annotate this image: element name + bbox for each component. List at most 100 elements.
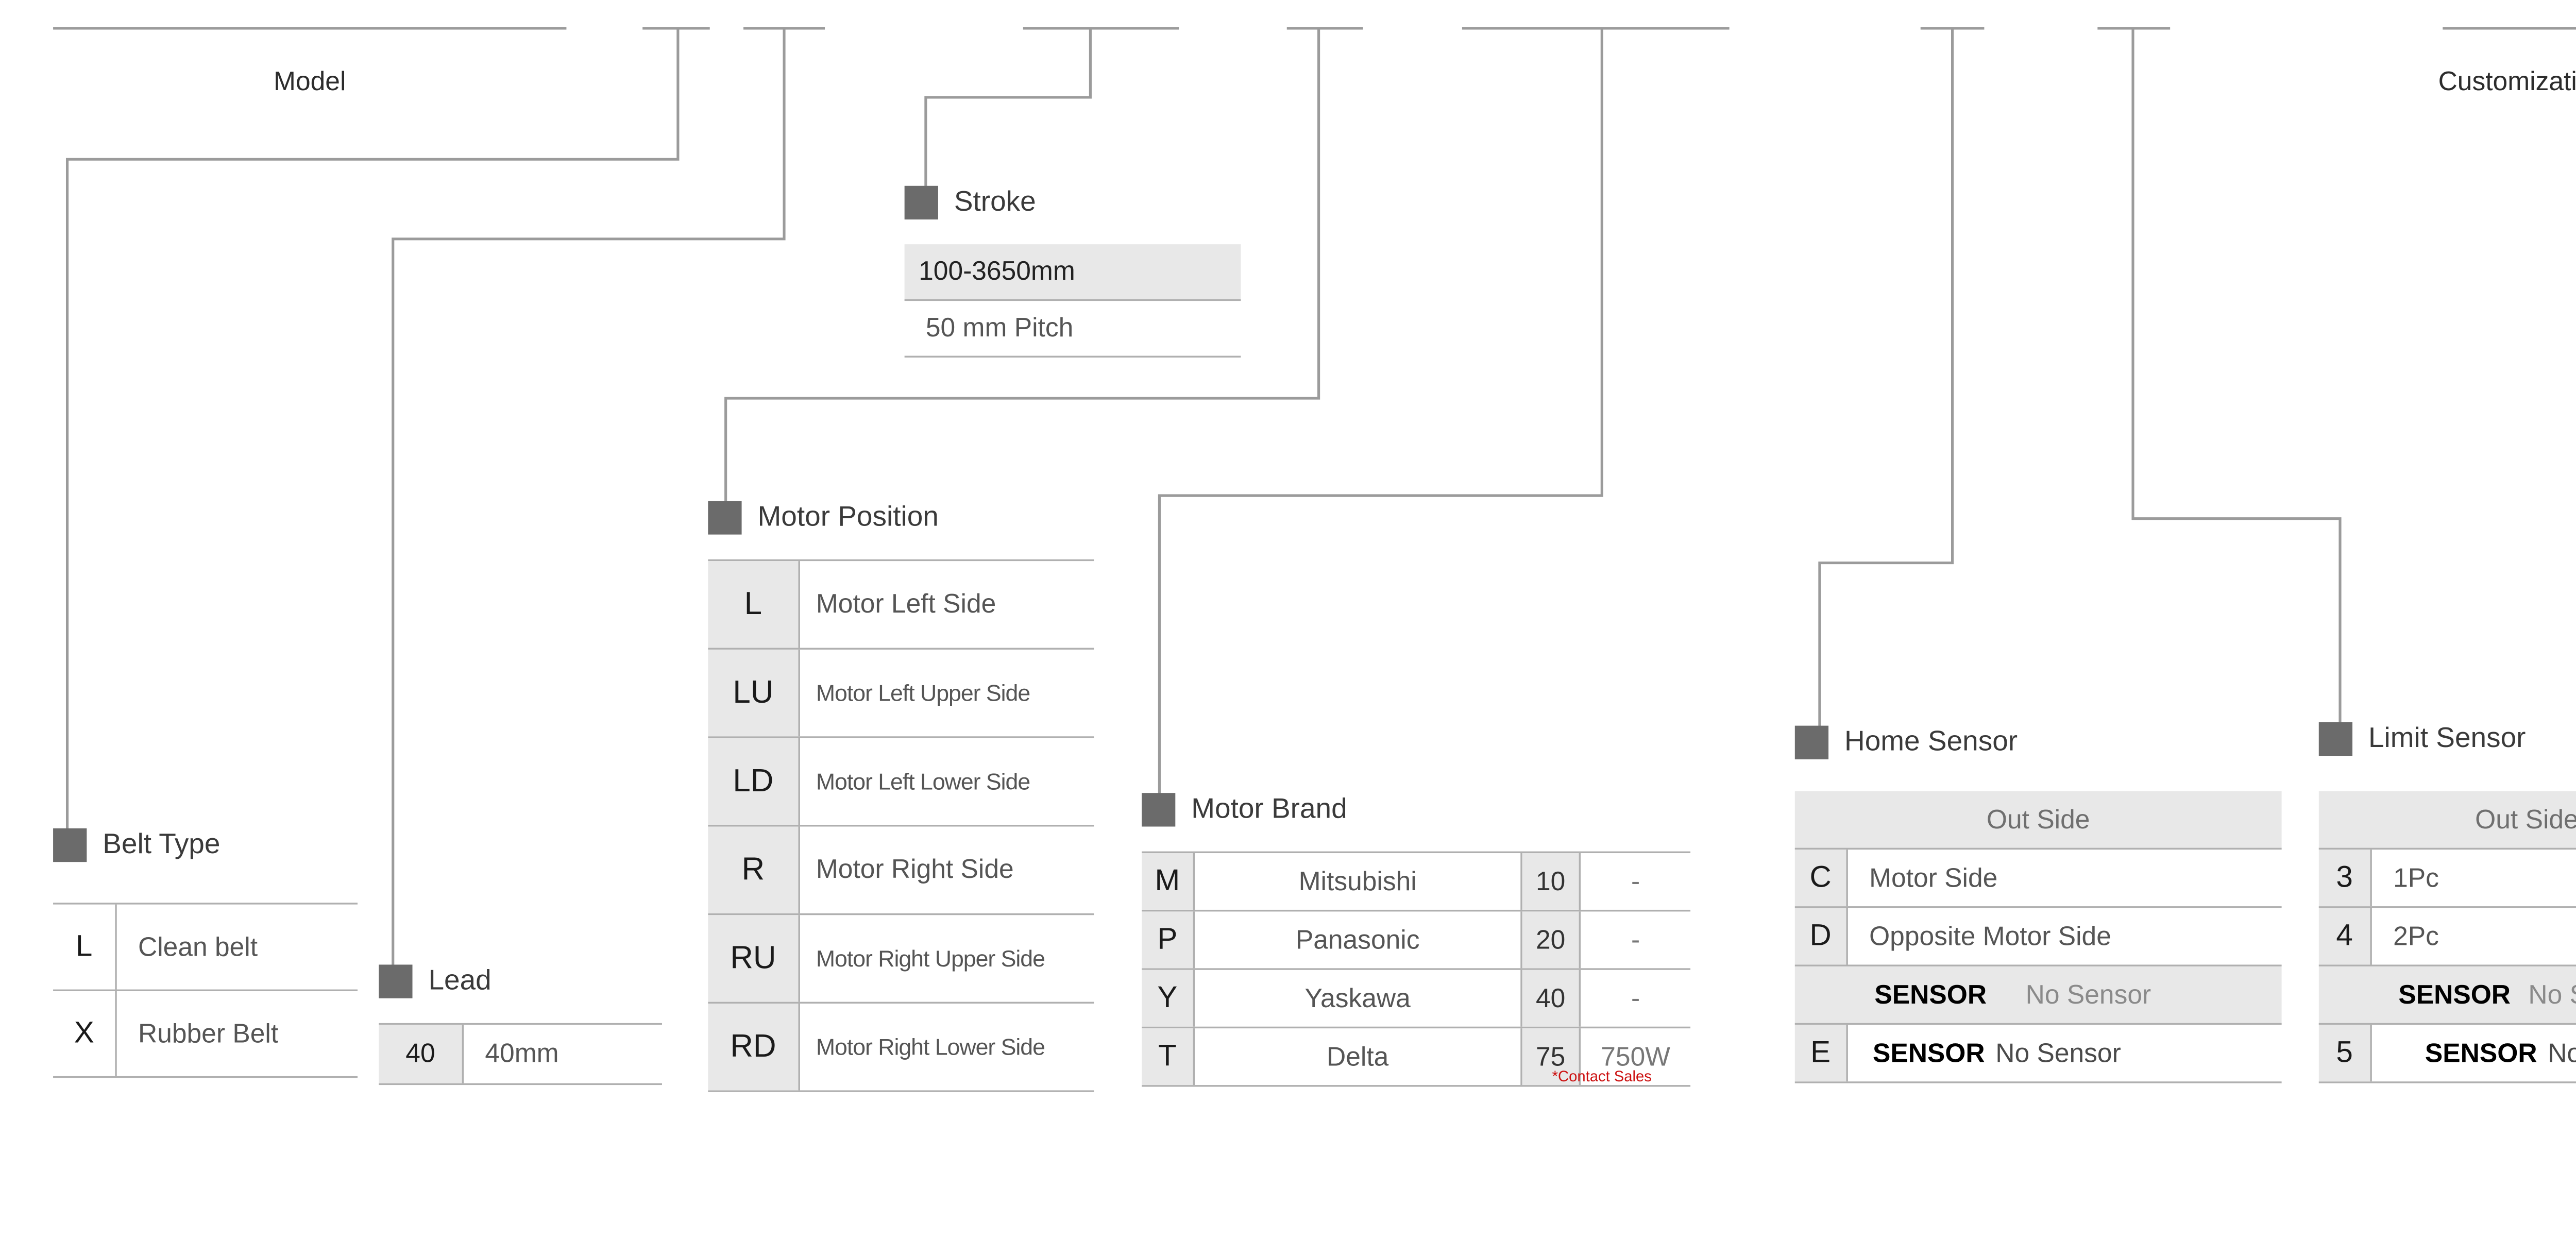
home-sensor-code: D — [1794, 908, 1848, 965]
motor-brand-code: T — [1142, 1028, 1195, 1085]
motor-power-value: - — [1631, 866, 1640, 897]
motor-position-desc: Motor Right Lower Side — [816, 1033, 1045, 1060]
stroke-table: 100-3650mm 50 mm Pitch — [904, 244, 1241, 358]
motor-position-desc: Motor Right Upper Side — [816, 945, 1045, 972]
motor-position-desc: Motor Right Side — [816, 855, 1014, 885]
stroke-header: Stroke — [904, 184, 1241, 221]
motor-power-value: - — [1631, 925, 1640, 955]
belt-type-code: L — [53, 904, 117, 990]
table-row: 3 1Pc — [2318, 850, 2576, 908]
belt-type-code: X — [53, 991, 117, 1076]
motor-brand-name: Panasonic — [1195, 911, 1522, 969]
table-row: LD Motor Left Lower Side — [708, 738, 1094, 827]
belt-type-section: Belt Type L Clean belt X Rubber Belt — [53, 826, 358, 1078]
outside-header: Out Side — [1986, 804, 2090, 835]
motor-power-value: - — [1631, 983, 1640, 1013]
section-marker-icon — [708, 501, 742, 535]
home-sensor-header: Home Sensor — [1794, 724, 2282, 761]
lead-connector — [392, 28, 786, 969]
motor-brand-name: Mitsubishi — [1195, 853, 1522, 910]
contact-sales-note: *Contact Sales — [1552, 1067, 1652, 1085]
motor-power-code: 40 — [1522, 970, 1581, 1027]
limit-sensor-header: Limit Sensor — [2318, 720, 2576, 757]
motor-position-code: RU — [708, 915, 800, 1002]
lead-code: 40 — [379, 1025, 464, 1083]
table-row: L Clean belt — [53, 904, 358, 991]
limit-sensor-code: 5 — [2318, 1025, 2372, 1082]
motor-power-code: 10 — [1522, 853, 1581, 910]
stroke-connector — [924, 28, 1092, 190]
motor-brand-header: Motor Brand — [1142, 791, 1690, 828]
stroke-pitch: 50 mm Pitch — [925, 313, 1074, 344]
motor-position-desc: Motor Left Lower Side — [816, 768, 1030, 795]
motor-position-code: LU — [708, 649, 800, 737]
motor-position-desc: Motor Left Side — [816, 589, 996, 620]
belt-type-connector — [65, 28, 680, 832]
table-row: C Motor Side — [1794, 850, 2282, 908]
table-row: R Motor Right Side — [708, 826, 1094, 915]
home-sensor-desc: Opposite Motor Side — [1869, 921, 2111, 952]
lead-header: Lead — [379, 963, 662, 1000]
section-marker-icon — [379, 964, 413, 998]
no-sensor-label: No Sensor — [1995, 1038, 2121, 1068]
limit-sensor-title: Limit Sensor — [2368, 723, 2526, 753]
outside-header: Out Side — [2475, 804, 2576, 835]
no-sensor-row: SENSOR No Sensor — [1794, 966, 2282, 1025]
sensor-label: SENSOR — [2398, 979, 2511, 1010]
customization-order-label: Customization Order No. — [2438, 67, 2576, 97]
motor-position-table: L Motor Left Side LU Motor Left Upper Si… — [708, 559, 1094, 1092]
motor-brand-code: M — [1142, 853, 1195, 910]
motor-position-desc: Motor Left Upper Side — [816, 680, 1030, 706]
motor-position-section: Motor Position L Motor Left Side LU Moto… — [708, 499, 1094, 1092]
sensor-label: SENSOR — [1874, 979, 1987, 1010]
table-row: Y Yaskawa 40 - — [1142, 970, 1691, 1029]
home-sensor-code: C — [1794, 850, 1848, 907]
lead-desc: 40mm — [485, 1039, 559, 1070]
table-row: 5 SENSOR No Sensor — [2318, 1025, 2576, 1083]
belt-type-table: L Clean belt X Rubber Belt — [53, 903, 358, 1078]
section-marker-icon — [53, 828, 87, 862]
limit-sensor-desc: 1Pc — [2393, 862, 2439, 893]
no-sensor-row: SENSOR No Sensor — [2318, 966, 2576, 1025]
limit-sensor-table: Out Side 3 1Pc 4 2Pc SENSOR No Sensor 5 … — [2318, 791, 2576, 1083]
limit-sensor-connector — [2131, 28, 2342, 726]
stroke-section: Stroke 100-3650mm 50 mm Pitch — [904, 184, 1241, 358]
table-row: 40 40mm — [379, 1025, 662, 1085]
table-row: D Opposite Motor Side — [1794, 908, 2282, 966]
motor-brand-code: P — [1142, 911, 1195, 969]
sensor-label: SENSOR — [1872, 1038, 1985, 1068]
motor-power-code: 75 — [1522, 1028, 1581, 1085]
table-header-row: Out Side — [2318, 791, 2576, 850]
no-sensor-label: No Sensor — [2025, 979, 2151, 1010]
lead-title: Lead — [428, 965, 492, 996]
section-marker-icon — [2318, 722, 2353, 756]
table-row: 50 mm Pitch — [904, 301, 1241, 358]
belt-type-desc: Rubber Belt — [138, 1019, 279, 1049]
lead-table: 40 40mm — [379, 1023, 662, 1085]
belt-type-desc: Clean belt — [138, 931, 258, 962]
motor-position-code: R — [708, 826, 800, 913]
home-sensor-title: Home Sensor — [1844, 726, 2018, 757]
motor-position-code: RD — [708, 1004, 800, 1091]
sensor-label: SENSOR — [2425, 1038, 2537, 1068]
belt-type-header: Belt Type — [53, 826, 358, 863]
motor-position-connector — [724, 28, 1320, 505]
limit-sensor-section: Limit Sensor Out Side 3 1Pc 4 2Pc SENSOR… — [2318, 720, 2576, 1083]
model-label: Model — [274, 67, 346, 97]
motor-brand-name: Yaskawa — [1195, 970, 1522, 1027]
limit-sensor-code: 4 — [2318, 908, 2372, 965]
motor-power-code: 20 — [1522, 911, 1581, 969]
table-row: LU Motor Left Upper Side — [708, 649, 1094, 738]
table-row: L Motor Left Side — [708, 561, 1094, 650]
belt-type-title: Belt Type — [103, 829, 221, 860]
motor-brand-connector — [1158, 28, 1603, 797]
motor-brand-name: Delta — [1195, 1028, 1522, 1085]
motor-power-value: 750W — [1601, 1041, 1670, 1072]
stroke-title: Stroke — [954, 186, 1036, 217]
table-row: E SENSOR No Sensor — [1794, 1025, 2282, 1083]
motor-position-title: Motor Position — [757, 502, 939, 532]
home-sensor-connector — [1818, 28, 1954, 729]
limit-sensor-code: 3 — [2318, 850, 2372, 907]
